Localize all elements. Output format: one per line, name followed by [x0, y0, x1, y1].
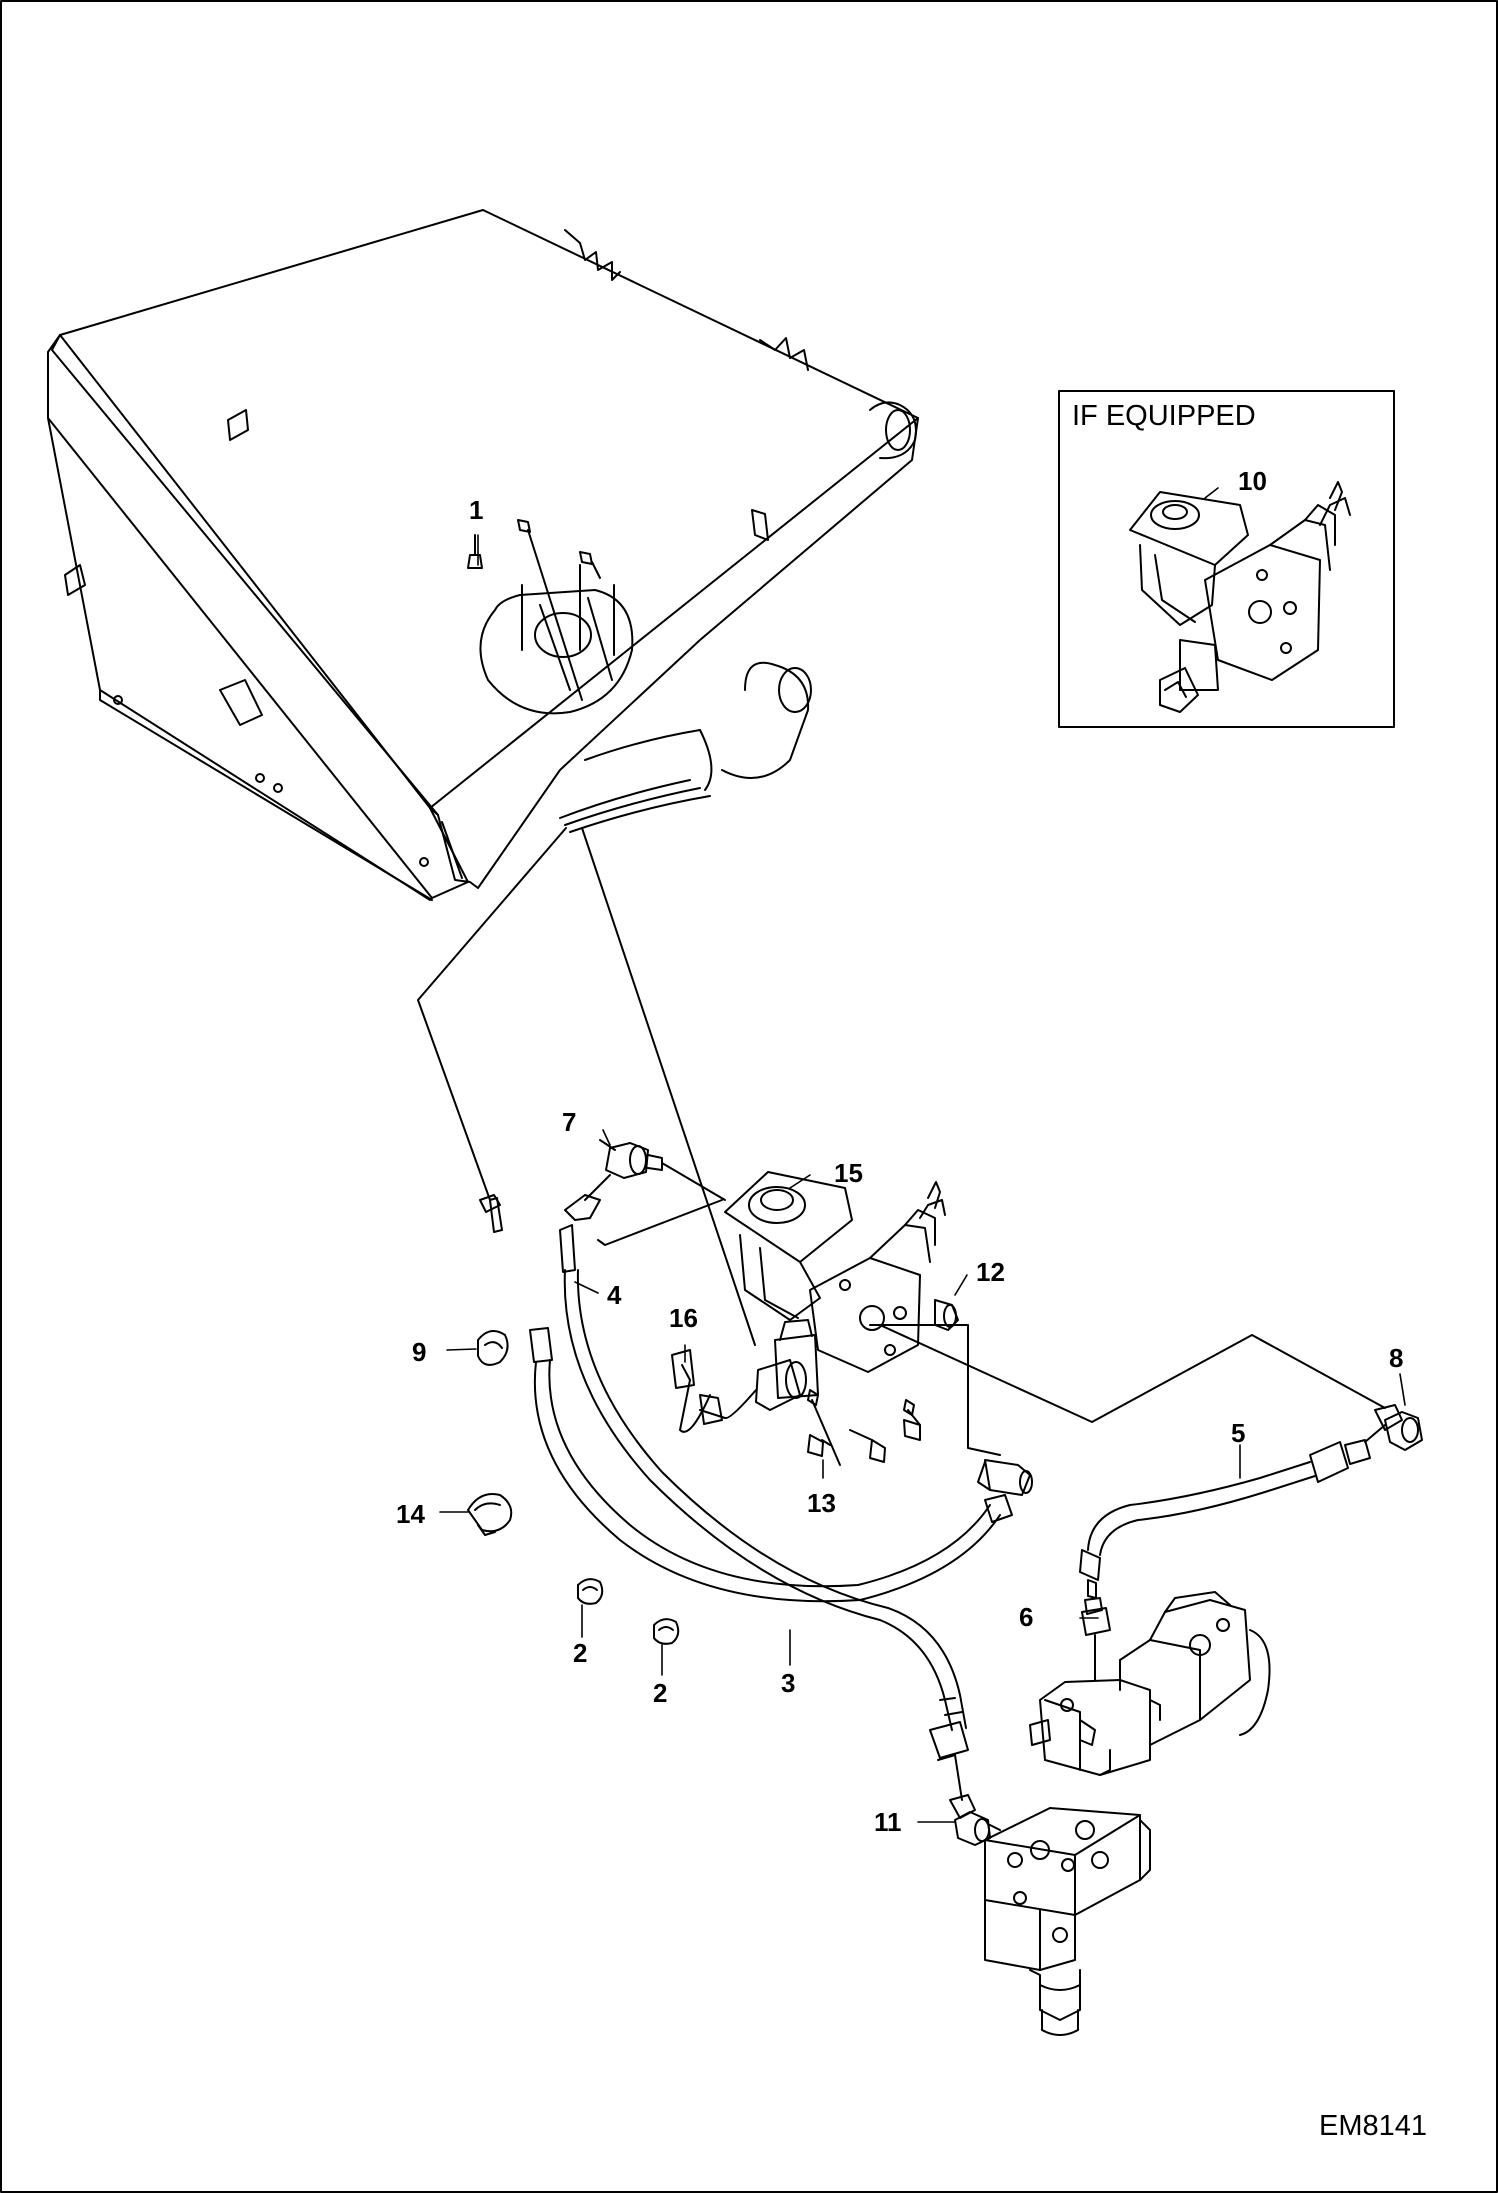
fitting-item-11 — [949, 1794, 1001, 1846]
callout-leaders — [439, 487, 1406, 1823]
fitting-item-8 — [1364, 1404, 1423, 1451]
callout-7: 7 — [562, 1107, 577, 1137]
bolts-item-13 — [807, 1389, 921, 1466]
inset-title: IF EQUIPPED — [1072, 400, 1256, 432]
callout-5: 5 — [1231, 1418, 1246, 1448]
callout-2b: 2 — [653, 1678, 668, 1708]
inset-frame — [1058, 390, 1395, 728]
callout-8: 8 — [1389, 1343, 1404, 1373]
fitting-item-12 — [934, 1299, 959, 1331]
hose-item-3 — [479, 1194, 1033, 1603]
clamp-item-2b — [653, 1618, 680, 1645]
callout-15: 15 — [834, 1158, 863, 1188]
callout-12: 12 — [976, 1257, 1005, 1287]
callout-1: 1 — [469, 495, 484, 525]
callout-16: 16 — [669, 1303, 698, 1333]
lower-valve-block — [984, 1807, 1151, 2036]
fitting-item-6 — [1081, 1597, 1111, 1681]
callout-3: 3 — [781, 1668, 796, 1698]
callout-14: 14 — [396, 1499, 425, 1529]
hardware-item-1 — [467, 519, 601, 701]
inset-valve-item-10 — [1129, 481, 1351, 713]
leader-lines — [417, 827, 1386, 1456]
callout-11: 11 — [874, 1807, 902, 1837]
document-code: EM8141 — [1319, 2110, 1428, 2142]
callout-13: 13 — [807, 1488, 836, 1518]
fitting-item-7 — [599, 1139, 726, 1201]
callout-6: 6 — [1019, 1602, 1034, 1632]
clamp-item-14 — [467, 1493, 513, 1536]
clamp-item-2a — [577, 1578, 604, 1605]
clamp-item-9 — [477, 1330, 509, 1366]
pump-assembly — [1029, 1591, 1271, 1776]
callout-9: 9 — [412, 1337, 427, 1367]
oil-cooler-assembly — [47, 209, 919, 901]
callout-10: 10 — [1238, 466, 1267, 496]
main-valve-item-15 — [671, 1171, 946, 1433]
callout-4: 4 — [607, 1280, 622, 1310]
hose-item-5 — [1079, 1439, 1371, 1599]
hose-item-4 — [559, 1174, 969, 1801]
callout-2a: 2 — [573, 1638, 588, 1668]
